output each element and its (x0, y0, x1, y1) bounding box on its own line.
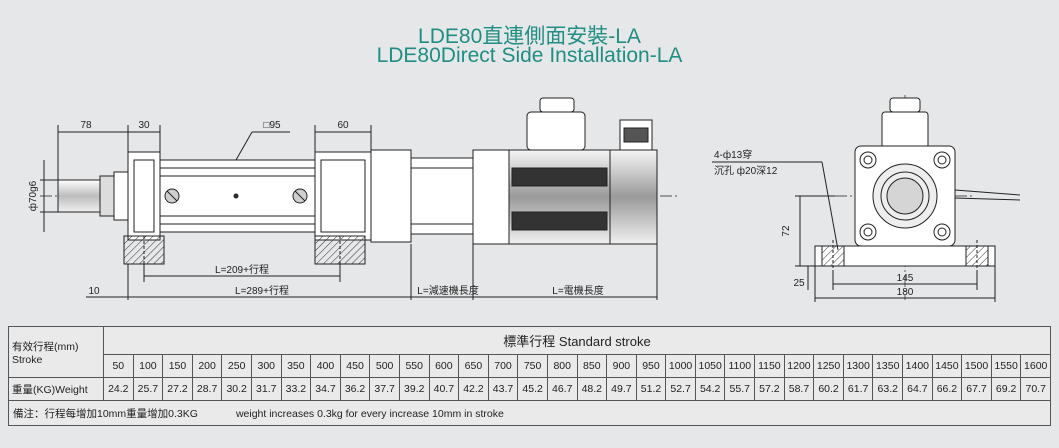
dim-145: 145 (897, 273, 914, 284)
stroke-header: 有效行程(mm) Stroke (8, 326, 104, 378)
weight-cell: 57.2 (754, 377, 785, 401)
weight-cell: 25.7 (132, 377, 164, 401)
weight-cell: 63.2 (872, 377, 904, 401)
weight-cell: 27.2 (162, 377, 193, 401)
weight-label: 重量(KG)Weight (8, 377, 104, 401)
technical-drawing: 78 30 60 □95 ф70g6 10 L=209+行程 L=289+行程 … (27, 95, 1021, 302)
stroke-cell: 1250 (813, 354, 844, 378)
dim-L-motor: L=電機長度 (552, 284, 603, 297)
weight-cell: 61.7 (842, 377, 874, 401)
weight-cell: 51.2 (635, 377, 667, 401)
weight-cell: 46.7 (546, 377, 578, 401)
weight-cell: 49.7 (606, 377, 637, 401)
weight-cell: 30.2 (221, 377, 252, 401)
stroke-header-cn: 有效行程(mm) (12, 340, 79, 353)
stroke-cell: 1050 (694, 354, 726, 378)
weight-cell: 34.7 (310, 377, 341, 401)
stroke-cell: 300 (250, 354, 282, 378)
weight-cell: 33.2 (280, 377, 312, 401)
holes-label: 4-ф13穿 (714, 148, 752, 161)
stroke-cell: 900 (606, 354, 637, 378)
stroke-cell: 850 (576, 354, 608, 378)
weight-cell: 28.7 (191, 377, 223, 401)
weight-cell: 39.2 (398, 377, 430, 401)
stroke-cell: 200 (191, 354, 223, 378)
weight-cell: 54.2 (694, 377, 726, 401)
stroke-cell: 1550 (990, 354, 1022, 378)
dim-L-reducer: L=減速機長度 (417, 284, 478, 297)
stroke-cell: 1350 (872, 354, 904, 378)
stroke-cell: 1000 (665, 354, 696, 378)
stroke-cell: 100 (132, 354, 164, 378)
weight-cell: 58.7 (783, 377, 815, 401)
note-english: weight increases 0.3kg for every increas… (235, 407, 504, 420)
weight-cell: 70.7 (1020, 377, 1051, 401)
dim-10: 10 (88, 286, 100, 297)
weight-cell: 64.7 (902, 377, 933, 401)
stroke-cell: 450 (339, 354, 371, 378)
stroke-cell: 1600 (1020, 354, 1051, 378)
side-view (40, 97, 680, 300)
weight-cell: 66.2 (931, 377, 963, 401)
table-note: 備注：行程每增加10mm重量增加0.3KG weight increases 0.… (8, 400, 1051, 426)
dim-L289: L=289+行程 (235, 284, 289, 297)
weight-cell: 43.7 (487, 377, 519, 401)
dim-60: 60 (337, 120, 349, 131)
weight-cell: 36.2 (339, 377, 371, 401)
stroke-cell: 50 (103, 354, 134, 378)
stroke-cell: 1150 (754, 354, 785, 378)
weight-cell: 67.7 (961, 377, 992, 401)
stroke-cell: 1100 (724, 354, 756, 378)
stroke-cell: 750 (517, 354, 548, 378)
stroke-cell: 250 (221, 354, 252, 378)
dim-square-95: □95 (263, 120, 281, 131)
stroke-cell: 150 (162, 354, 193, 378)
weight-cell: 37.7 (369, 377, 400, 401)
end-view (712, 95, 1021, 302)
title-english: LDE80Direct Side Installation-LA (376, 44, 683, 67)
stroke-cell: 500 (369, 354, 400, 378)
dim-72: 72 (781, 225, 792, 237)
stroke-cell: 700 (487, 354, 519, 378)
weight-cell: 42.2 (458, 377, 489, 401)
dim-180: 180 (897, 287, 914, 298)
weight-cell: 31.7 (250, 377, 282, 401)
stroke-cell: 1200 (783, 354, 815, 378)
note-chinese: 備注：行程每增加10mm重量增加0.3KG (13, 407, 198, 420)
dim-phi-70: ф70g6 (27, 180, 39, 211)
weight-cell: 40.7 (428, 377, 460, 401)
stroke-cell: 400 (310, 354, 341, 378)
stroke-cell: 1400 (902, 354, 933, 378)
dim-30: 30 (138, 120, 150, 131)
weight-cell: 69.2 (990, 377, 1022, 401)
stroke-cell: 1500 (961, 354, 992, 378)
stroke-header-en: Stroke (12, 353, 43, 366)
stroke-cell: 800 (546, 354, 578, 378)
standard-stroke-label: 標準行程 Standard stroke (103, 326, 1051, 355)
stroke-cell: 550 (398, 354, 430, 378)
weight-cell: 60.2 (813, 377, 844, 401)
weight-cell: 24.2 (103, 377, 134, 401)
stroke-cell: 600 (428, 354, 460, 378)
dim-78: 78 (80, 120, 92, 131)
counterbore-label: 沉孔 ф20深12 (714, 164, 778, 177)
stroke-cell: 350 (280, 354, 312, 378)
stroke-cell: 650 (458, 354, 489, 378)
title-chinese: LDE80直連側面安裝-LA (418, 25, 641, 48)
dim-25: 25 (793, 278, 805, 289)
stroke-cell: 1300 (842, 354, 874, 378)
weight-cell: 52.7 (665, 377, 696, 401)
weight-cell: 45.2 (517, 377, 548, 401)
dim-L209: L=209+行程 (215, 263, 269, 276)
stroke-cell: 950 (635, 354, 667, 378)
weight-cell: 48.2 (576, 377, 608, 401)
stroke-cell: 1450 (931, 354, 963, 378)
weight-cell: 55.7 (724, 377, 756, 401)
